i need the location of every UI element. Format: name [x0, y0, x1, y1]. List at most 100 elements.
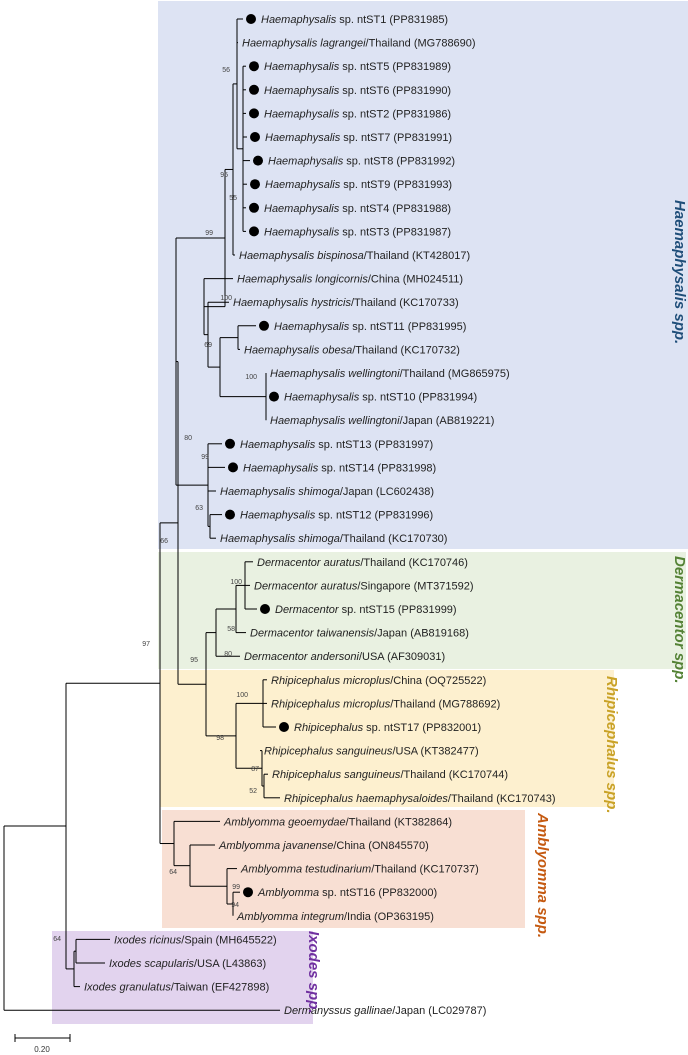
taxon-name: Haemaphysalis lagrangei: [242, 38, 366, 50]
taxon-label: Ixodes ricinus/Spain (MH645522): [114, 934, 277, 946]
taxon-label: Haemaphysalis sp. ntST8 (PP831992): [268, 156, 455, 168]
taxon-detail: /Thailand (KC170737): [371, 864, 479, 876]
bootstrap-value: 95: [190, 657, 198, 664]
taxon-label: Haemaphysalis wellingtoni/Japan (AB81922…: [270, 415, 494, 427]
taxon-name: Haemaphysalis shimoga: [220, 533, 340, 545]
bootstrap-value: 56: [222, 67, 230, 74]
bootstrap-value: 94: [231, 902, 239, 909]
clade-box-rhipicephalus: [160, 670, 614, 807]
taxon-label: Dermacentor sp. ntST15 (PP831999): [275, 604, 457, 616]
taxon-label: Rhipicephalus sanguineus/USA (KT382477): [264, 746, 479, 758]
taxon-label: Haemaphysalis sp. ntST9 (PP831993): [265, 179, 452, 191]
clade-box-amblyomma: [162, 810, 525, 928]
taxon-detail: /Japan (AB819168): [374, 628, 469, 640]
taxon-label: Haemaphysalis sp. ntST1 (PP831985): [261, 14, 448, 26]
taxon-name: Haemaphysalis: [240, 439, 316, 451]
taxon-detail: /Spain (MH645522): [181, 934, 276, 946]
clade-box-dermacentor: [158, 552, 686, 669]
taxon-detail: /China (MH024511): [368, 274, 463, 286]
taxon-name: Dermacentor auratus: [257, 557, 361, 569]
new-sequence-marker-icon: [228, 462, 238, 473]
clade-label-amblyomma: Amblyomma spp.: [534, 812, 551, 938]
taxon-name: Rhipicephalus: [294, 722, 364, 734]
new-sequence-marker-icon: [279, 722, 289, 732]
taxon-detail: sp. ntST4 (PP831988): [339, 203, 451, 215]
taxon-name: Haemaphysalis wellingtoni: [270, 368, 400, 380]
taxon-name: Haemaphysalis: [265, 179, 341, 191]
taxon-label: Dermacentor auratus/Singapore (MT371592): [254, 580, 474, 592]
bootstrap-value: 95: [220, 172, 228, 179]
taxon-name: Dermacentor andersoni: [244, 651, 360, 663]
taxon-detail: /Thailand (MG788690): [366, 38, 476, 50]
taxon-name: Haemaphysalis: [264, 61, 340, 73]
new-sequence-marker-icon: [259, 320, 269, 331]
taxon-detail: /Japan (AB819221): [400, 415, 495, 427]
taxon-name: Rhipicephalus microplus: [271, 675, 391, 687]
taxon-detail: /Thailand (KC170744): [400, 769, 508, 781]
taxon-detail: sp. ntST13 (PP831997): [315, 439, 433, 451]
bootstrap-value: 80: [184, 435, 192, 442]
taxon-name: Amblyomma geoemydae: [223, 816, 346, 828]
taxon-name: Amblyomma testudinarium: [240, 864, 371, 876]
taxon-label: Haemaphysalis sp. ntST11 (PP831995): [274, 321, 466, 333]
taxon-detail: /USA (L43863): [194, 958, 266, 970]
taxon-name: Amblyomma javanense: [218, 840, 333, 852]
taxon-name: Ixodes ricinus: [114, 934, 182, 946]
taxon-detail: sp. ntST6 (PP831990): [339, 85, 451, 97]
taxon-detail: /Thailand (MG865975): [400, 368, 510, 380]
taxon-name: Rhipicephalus sanguineus: [272, 769, 401, 781]
clade-label-haemaphysalis: Haemaphysalis spp.: [671, 200, 688, 344]
new-sequence-marker-icon: [249, 202, 259, 213]
taxon-name: Rhipicephalus sanguineus: [264, 746, 393, 758]
bootstrap-value: 100: [220, 295, 232, 302]
taxon-label: Haemaphysalis sp. ntST14 (PP831998): [243, 462, 436, 474]
taxon-label: Haemaphysalis sp. ntST3 (PP831987): [264, 226, 451, 238]
taxon-name: Dermacentor auratus: [254, 580, 358, 592]
taxon-detail: sp. ntST16 (PP832000): [319, 887, 437, 899]
taxon-label: Haemaphysalis sp. ntST4 (PP831988): [264, 203, 451, 215]
taxon-detail: /Japan (LC602438): [340, 486, 434, 498]
taxon-label: Haemaphysalis lagrangei/Thailand (MG7886…: [242, 38, 476, 50]
taxon-detail: sp. ntST11 (PP831995): [349, 321, 466, 333]
taxon-name: Haemaphysalis bispinosa: [239, 250, 364, 262]
taxon-name: Ixodes scapularis: [109, 958, 194, 970]
taxon-detail: sp. ntST15 (PP831999): [339, 604, 457, 616]
taxon-name: Ixodes granulatus: [84, 982, 171, 994]
taxon-name: Dermacentor: [275, 604, 340, 616]
bootstrap-value: 55: [229, 195, 237, 202]
taxon-detail: sp. ntST1 (PP831985): [336, 14, 448, 26]
taxon-detail: sp. ntST7 (PP831991): [340, 132, 452, 144]
taxon-detail: /Thailand (KC170743): [448, 793, 556, 805]
bootstrap-value: 64: [169, 869, 177, 876]
taxon-detail: sp. ntST2 (PP831986): [339, 108, 451, 120]
taxon-label: Amblyomma javanense/China (ON845570): [218, 840, 429, 852]
taxon-name: Dermacentor taiwanensis: [250, 628, 375, 640]
bootstrap-value: 52: [249, 788, 257, 795]
taxon-name: Haemaphysalis: [264, 226, 340, 238]
taxon-label: Amblyomma testudinarium/Thailand (KC1707…: [240, 864, 479, 876]
new-sequence-marker-icon: [249, 84, 259, 95]
taxon-detail: /China (OQ725522): [390, 675, 486, 687]
new-sequence-marker-icon: [249, 108, 259, 119]
bootstrap-value: 100: [236, 692, 248, 699]
new-sequence-marker-icon: [260, 604, 270, 614]
bootstrap-value: 99: [201, 454, 209, 461]
taxon-detail: sp. ntST10 (PP831994): [359, 392, 477, 404]
clade-label-dermacentor: Dermacentor spp.: [671, 556, 688, 684]
taxon-detail: /China (ON845570): [333, 840, 428, 852]
bootstrap-value: 99: [232, 884, 240, 891]
taxon-detail: sp. ntST3 (PP831987): [339, 226, 451, 238]
new-sequence-marker-icon: [249, 226, 259, 237]
taxon-label: Haemaphysalis sp. ntST5 (PP831989): [264, 61, 451, 73]
taxon-detail: sp. ntST9 (PP831993): [340, 179, 452, 191]
taxon-detail: sp. ntST8 (PP831992): [343, 156, 455, 168]
taxon-label: Rhipicephalus microplus/Thailand (MG7886…: [271, 698, 500, 710]
taxon-detail: sp. ntST14 (PP831998): [318, 462, 436, 474]
bootstrap-value: 87: [251, 766, 259, 773]
clade-label-rhipicephalus: Rhipicephalus spp.: [603, 676, 620, 814]
taxon-detail: /Thailand (KT382864): [346, 816, 452, 828]
taxon-name: Rhipicephalus microplus: [271, 698, 391, 710]
taxon-label: Ixodes scapularis/USA (L43863): [109, 958, 266, 970]
taxon-label: Dermacentor auratus/Thailand (KC170746): [257, 557, 468, 569]
taxon-detail: /Thailand (KT428017): [364, 250, 470, 262]
